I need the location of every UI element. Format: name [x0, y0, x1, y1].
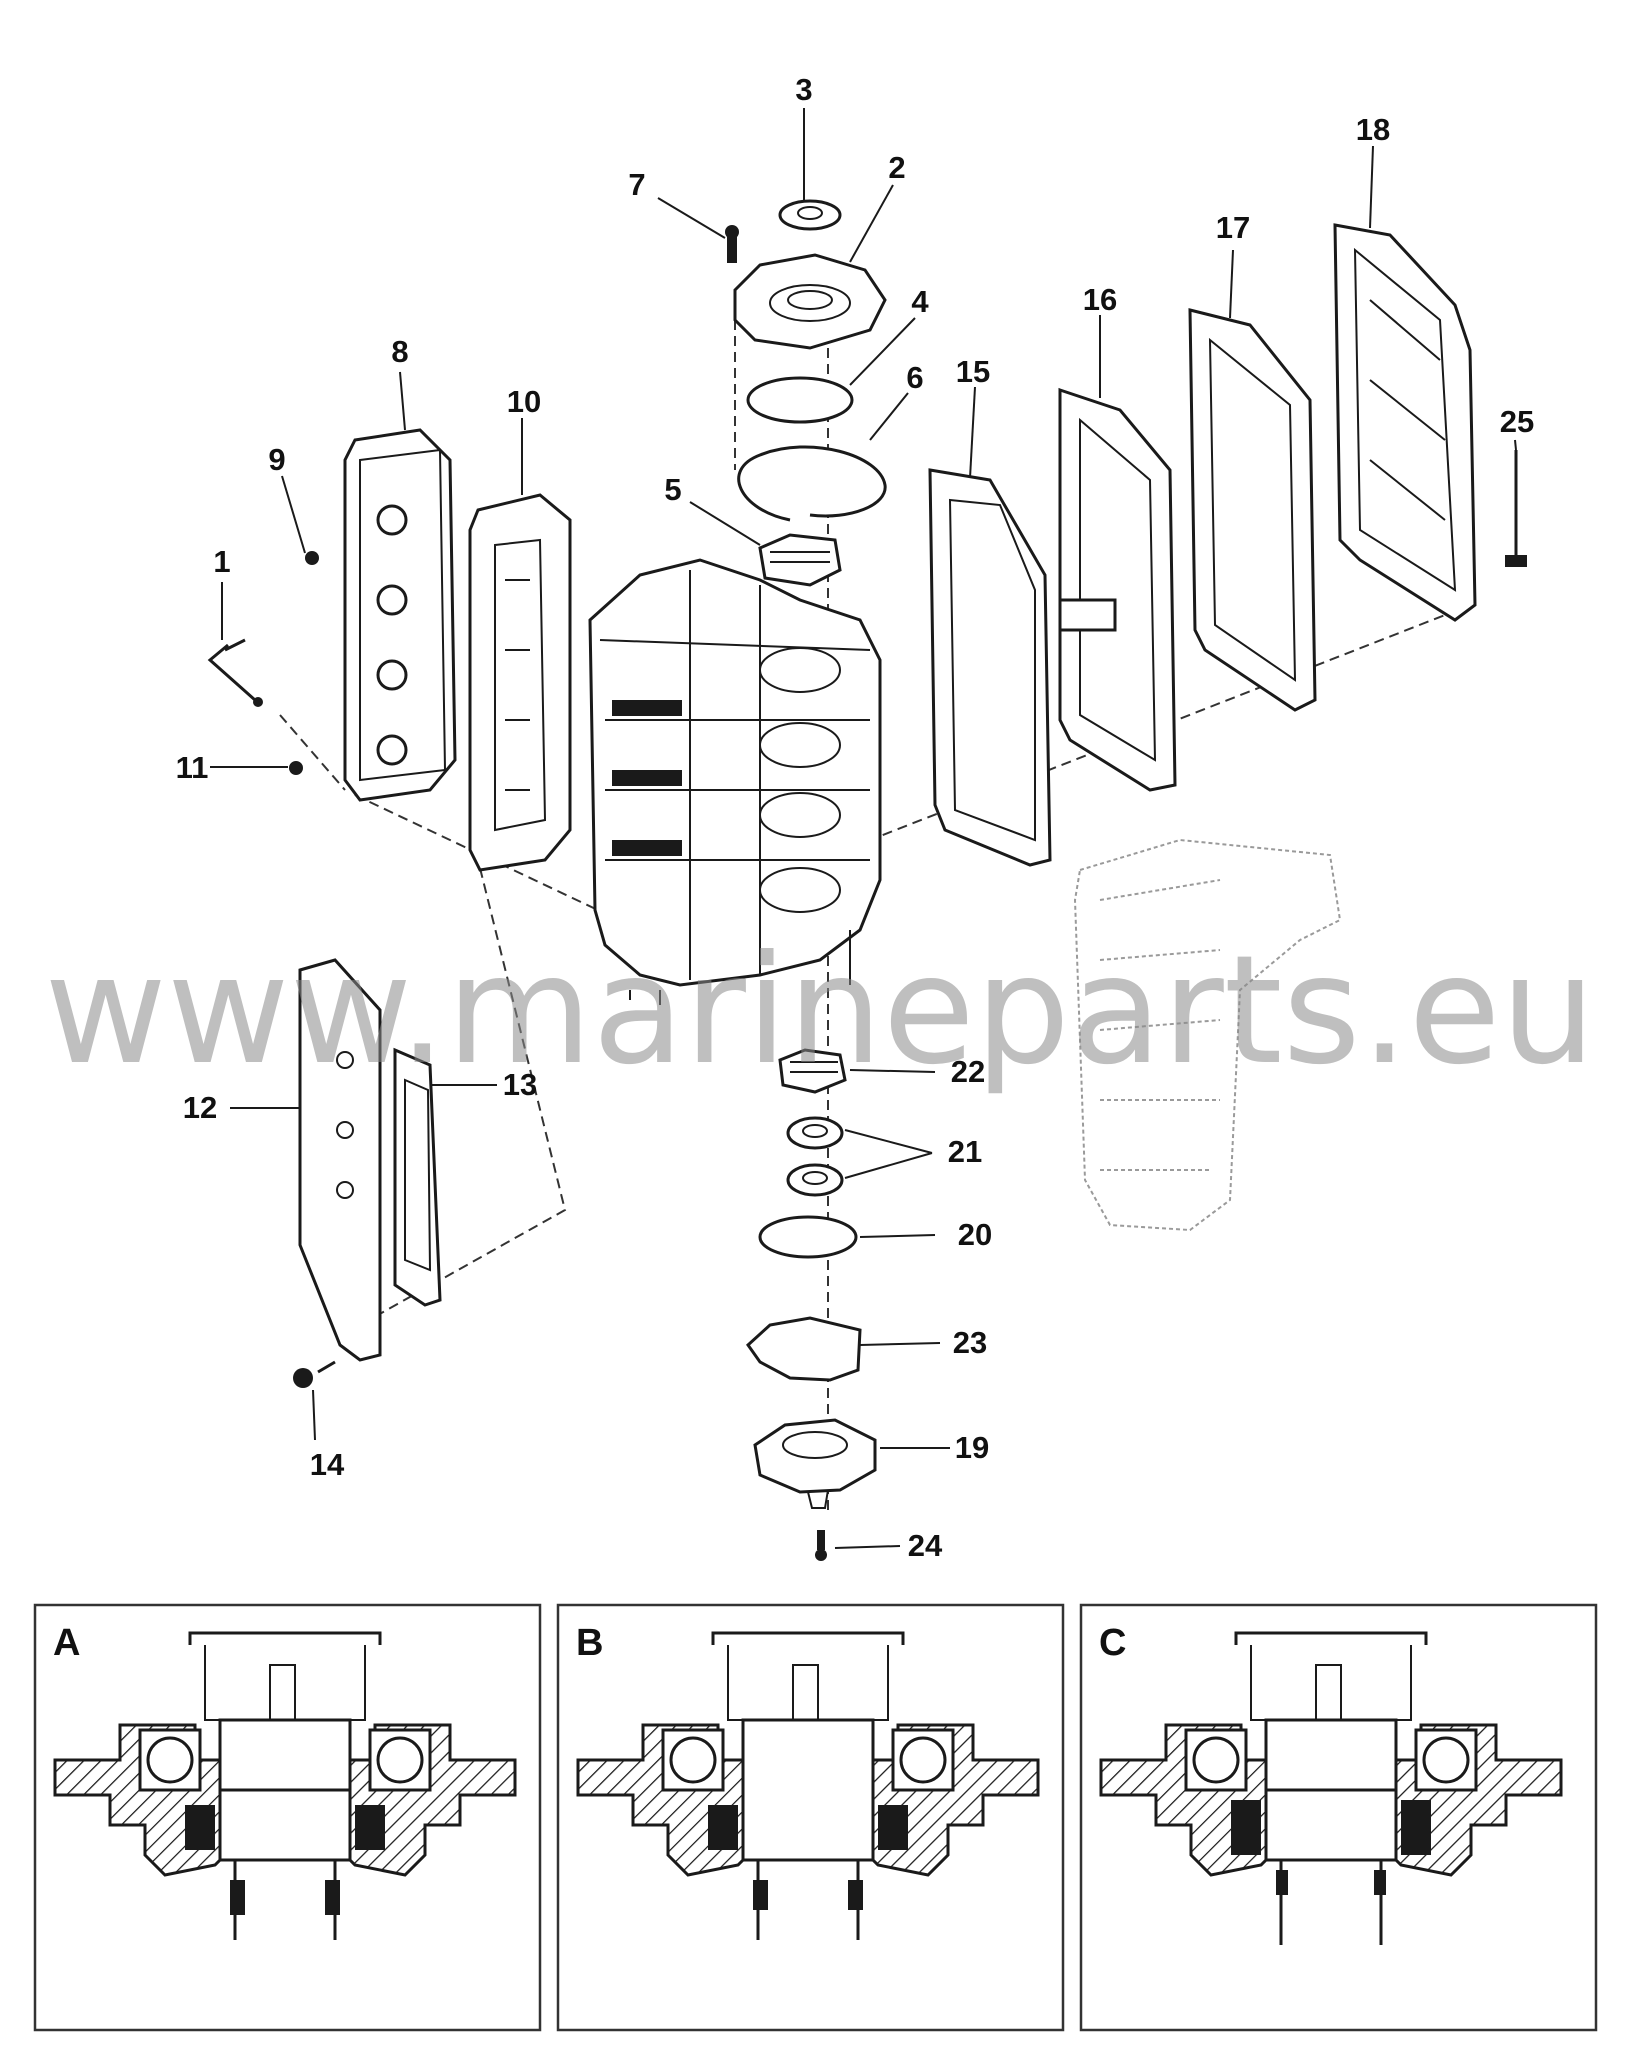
part-23-gasket	[746, 1316, 862, 1382]
part-7-bolt	[725, 225, 739, 263]
part-19-lower-cap	[753, 1418, 877, 1509]
part-10-gasket	[468, 493, 572, 872]
callout-10: 10	[507, 384, 541, 419]
part-24-bolt	[815, 1530, 827, 1561]
callout-8: 8	[391, 334, 408, 369]
part-6-retaining-ring	[737, 445, 887, 522]
part-5-bearing	[758, 533, 842, 587]
part-17-gasket	[1188, 308, 1317, 712]
watermark: www.marineparts.eu	[44, 924, 1596, 1098]
callout-25: 25	[1500, 404, 1534, 439]
callout-6: 6	[906, 360, 923, 395]
part-21-seals	[786, 1116, 844, 1197]
part-4-o-ring	[746, 376, 854, 424]
callout-16: 16	[1083, 282, 1117, 317]
leader-lines	[210, 108, 1517, 1549]
cylinder-block	[588, 558, 882, 1005]
callout-2: 2	[888, 150, 905, 185]
part-14-bolt	[293, 1360, 336, 1388]
detail-panel-b: B	[556, 1603, 1065, 2032]
callout-11: 11	[176, 750, 209, 785]
callout-20: 20	[958, 1217, 992, 1252]
callout-1: 1	[213, 544, 230, 579]
detail-panel-a: A	[33, 1603, 542, 2032]
callout-3: 3	[795, 72, 812, 107]
callout-4: 4	[911, 284, 929, 319]
part-3-washer	[778, 199, 842, 231]
callout-22: 22	[951, 1054, 985, 1089]
callout-12: 12	[183, 1090, 217, 1125]
callout-14: 14	[310, 1447, 345, 1482]
callout-19: 19	[955, 1430, 989, 1465]
panel-b-letter: B	[576, 1622, 603, 1664]
callout-labels: 1 2 3 4 5 6 7 8 9 10 11 12 13 14 15 16 1…	[176, 72, 1535, 1563]
callout-9: 9	[268, 442, 285, 477]
part-9-screw	[305, 551, 319, 565]
part-15-gasket	[928, 468, 1052, 867]
part-11-screw	[289, 761, 303, 775]
part-22-bearing	[778, 1048, 847, 1094]
callout-17: 17	[1216, 210, 1250, 245]
callout-24: 24	[908, 1528, 943, 1563]
part-20-o-ring	[758, 1215, 858, 1259]
callout-23: 23	[953, 1325, 987, 1360]
callout-7: 7	[628, 167, 645, 202]
callout-13: 13	[503, 1067, 537, 1102]
callout-21: 21	[948, 1134, 982, 1169]
detail-panel-c: C	[1079, 1603, 1598, 2032]
callout-5: 5	[664, 472, 681, 507]
part-8-cover	[343, 428, 457, 802]
part-16-plate	[1058, 387, 1177, 792]
part-18-cover	[1333, 223, 1477, 622]
callout-15: 15	[956, 354, 990, 389]
callout-18: 18	[1356, 112, 1390, 147]
faint-background-assembly	[1073, 838, 1342, 1232]
part-1-link-rod	[207, 638, 263, 707]
part-12-plate	[298, 958, 382, 1362]
part-13-gasket	[393, 1047, 442, 1307]
part-2-end-cap	[733, 253, 887, 350]
panel-a-letter: A	[53, 1622, 80, 1664]
part-25-bolt	[1505, 450, 1527, 567]
panel-c-letter: C	[1099, 1622, 1126, 1664]
